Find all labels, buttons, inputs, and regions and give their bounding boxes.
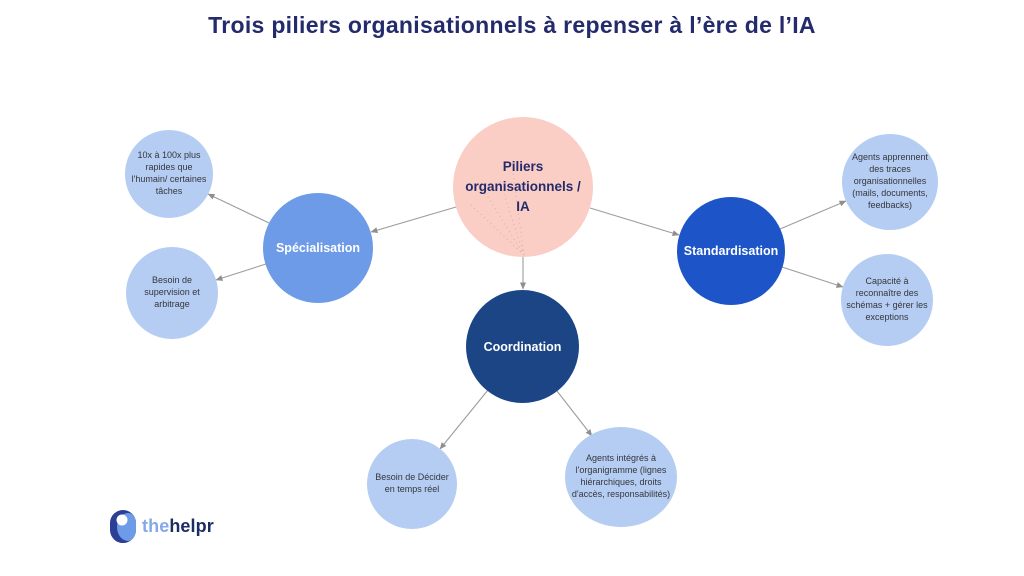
arrow-specialisation-to-supervision <box>215 263 267 281</box>
satellite-supervision-label: Besoin de supervision et arbitrage <box>144 275 200 309</box>
satellite-traces: Agents apprennent des traces organisatio… <box>842 134 938 230</box>
satellite-org-chart: Agents intégrés à l'organigramme (lignes… <box>565 427 677 527</box>
logo-text-dark: helpr <box>169 516 214 536</box>
satellite-traces-label: Agents apprennent des traces organisatio… <box>851 152 929 210</box>
satellite-schemas: Capacité à reconnaître des schémas + gér… <box>841 254 933 346</box>
diagram-title: Trois piliers organisationnels à repense… <box>208 12 816 38</box>
thehelpr-logo-icon <box>110 510 136 543</box>
arrow-coordination-to-realtime <box>439 389 489 450</box>
center-node-label: Piliers organisationnels / IA <box>465 158 581 215</box>
satellite-realtime-decisions-label: Besoin de Décider en temps réel <box>375 472 449 494</box>
logo-text: thehelpr <box>142 516 214 537</box>
satellite-schemas-label: Capacité à reconnaître des schémas + gér… <box>846 276 928 322</box>
satellite-speed-label: 10x à 100x plus rapides que l'humain/ ce… <box>131 150 207 196</box>
arrow-standardisation-to-schemas <box>781 266 844 288</box>
satellite-supervision: Besoin de supervision et arbitrage <box>126 247 218 339</box>
pillar-standardisation-label: Standardisation <box>683 244 779 258</box>
pillar-coordination-label: Coordination <box>483 339 562 354</box>
arrow-specialisation-to-speed <box>207 193 270 224</box>
satellite-speed: 10x à 100x plus rapides que l'humain/ ce… <box>125 130 213 218</box>
pillar-specialisation-node: Spécialisation <box>263 193 373 303</box>
satellite-org-chart-label: Agents intégrés à l'organigramme (lignes… <box>571 453 671 499</box>
pillar-specialisation-label: Spécialisation <box>275 241 361 255</box>
arrow-center-to-specialisation <box>370 206 457 234</box>
center-node: Piliers organisationnels / IA <box>453 117 593 257</box>
pillar-coordination-node: Coordination <box>466 290 579 403</box>
arrow-standardisation-to-traces <box>779 200 847 230</box>
arrow-coordination-to-orgchart <box>556 390 593 437</box>
pillar-standardisation-node: Standardisation <box>677 197 785 305</box>
arrow-center-to-standardisation <box>589 207 680 236</box>
logo-text-light: the <box>142 516 170 536</box>
satellite-realtime-decisions: Besoin de Décider en temps réel <box>367 439 457 529</box>
logo: thehelpr <box>110 510 214 543</box>
